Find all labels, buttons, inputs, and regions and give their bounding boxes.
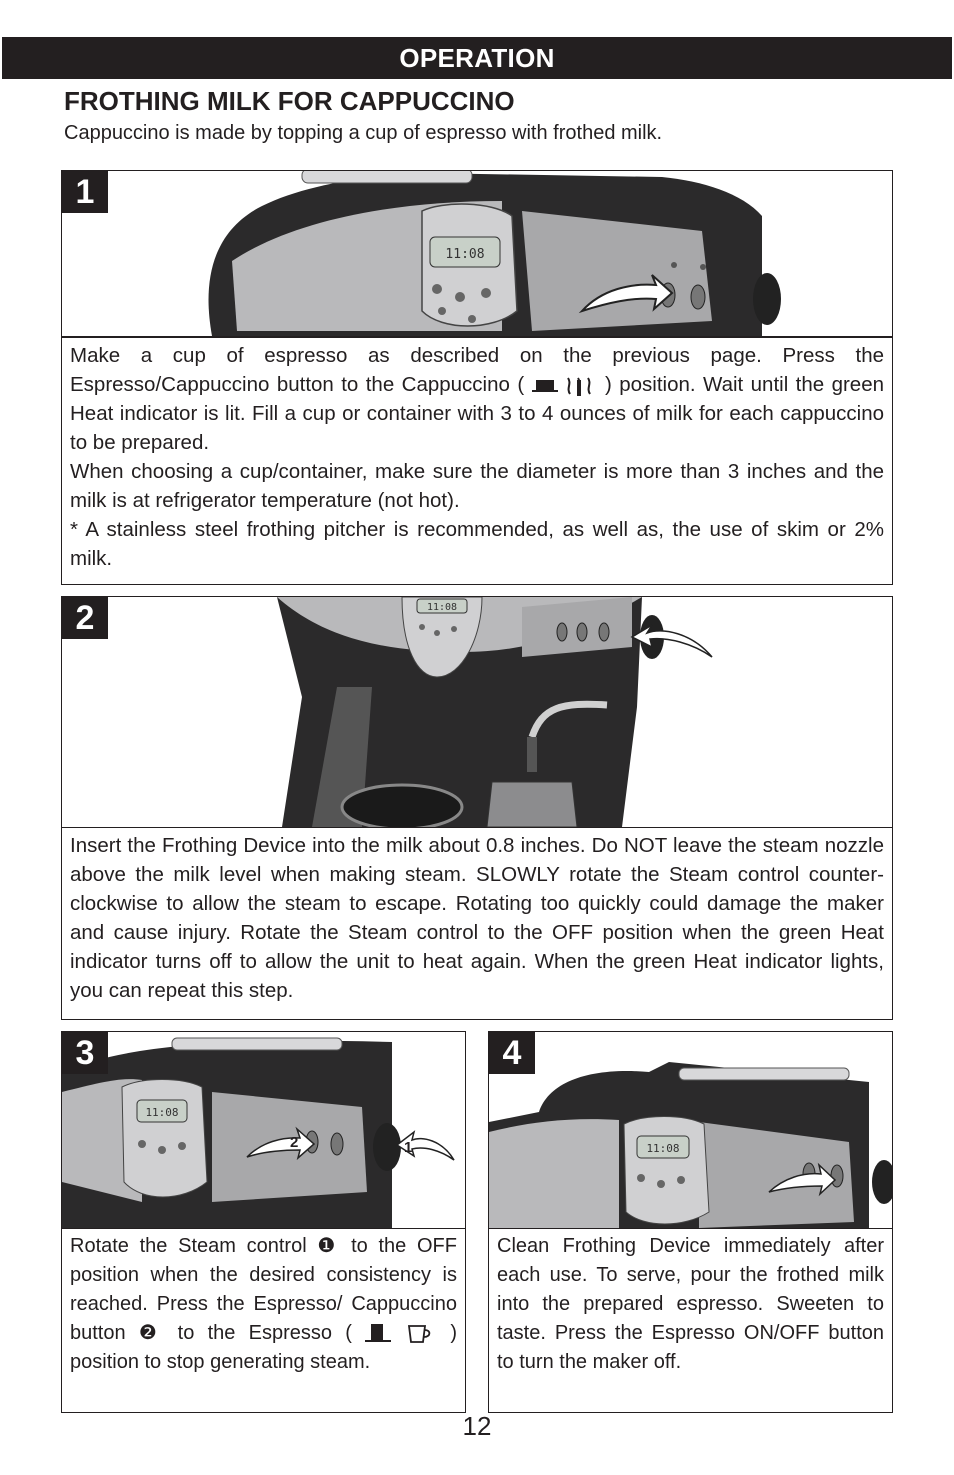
callout-1: 1 <box>404 1139 412 1156</box>
cappuccino-steam-icon <box>531 377 591 396</box>
step-4-illustration: 4 11:08 <box>488 1031 893 1229</box>
lcd-time: 11:08 <box>145 1106 178 1119</box>
step-3-number: 3 <box>62 1032 108 1074</box>
espresso-cup-icon <box>365 1323 431 1343</box>
step-3-text-c: to the Espresso ( <box>164 1322 352 1344</box>
page-heading: FROTHING MILK FOR CAPPUCCINO <box>64 86 515 116</box>
machine-front-illustration: 11:08 <box>208 171 781 336</box>
section-title: OPERATION <box>399 42 555 73</box>
machine-steam-off-illustration: 11:08 2 1 <box>62 1037 455 1228</box>
machine-off-illustration: 11:08 <box>489 1062 892 1228</box>
lcd-time: 11:08 <box>646 1142 679 1155</box>
marker-2: ❷ <box>138 1322 165 1344</box>
step-3-text-a: Rotate the Steam control <box>70 1235 318 1257</box>
step-3-text-d: ) position to stop generating steam. <box>70 1322 458 1373</box>
step-4-text-body: Clean Frothing Device immediately after … <box>497 1235 884 1373</box>
section-banner: OPERATION <box>2 37 952 79</box>
step-1-text-b: ) position. Wait until the green Heat in… <box>70 373 885 454</box>
lcd-time: 11:08 <box>445 247 484 262</box>
step-2-number: 2 <box>62 597 108 639</box>
intro-text: Cappuccino is made by topping a cup of e… <box>64 122 663 144</box>
step-3-text-b: to the OFF position when the desired con… <box>70 1235 457 1344</box>
step-1-text-d: * A stainless steel frothing pitcher is … <box>70 518 884 570</box>
page-number: 12 <box>462 1411 492 1441</box>
step-2-text-body: Insert the Frothing Device into the milk… <box>70 834 884 1002</box>
step-1-text: Make a cup of espresso as described on t… <box>61 337 893 585</box>
marker-1: ❶ <box>317 1235 341 1257</box>
step-3-text: Rotate the Steam control ❶ to the OFF po… <box>61 1228 466 1413</box>
step-1-number: 1 <box>62 171 108 213</box>
step-2-illustration: 2 11:08 <box>61 596 893 828</box>
step-2-text: Insert the Frothing Device into the milk… <box>61 827 893 1020</box>
lcd-time: 11:08 <box>427 602 457 613</box>
callout-2: 2 <box>290 1134 298 1151</box>
step-3-illustration: 3 11:08 2 1 <box>61 1031 466 1229</box>
machine-frother-illustration: 11:08 <box>277 597 713 827</box>
step-1-illustration: 1 11:08 <box>61 170 893 337</box>
step-4-text: Clean Frothing Device immediately after … <box>488 1228 893 1413</box>
step-1-text-a: Make a cup of espresso as described on t… <box>70 344 884 396</box>
step-1-text-c: When choosing a cup/container, make sure… <box>70 460 884 512</box>
step-4-number: 4 <box>489 1032 535 1074</box>
